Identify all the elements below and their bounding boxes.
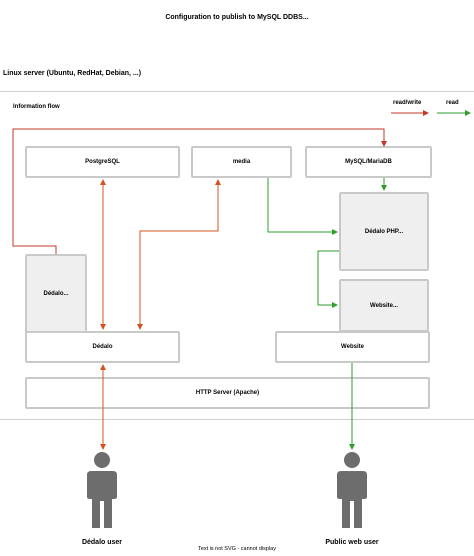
http-server-box: HTTP Server (Apache) — [25, 377, 430, 409]
dedalo-php-label: Dédalo PHP... — [364, 228, 404, 235]
server-container — [0, 91, 474, 420]
dedalo-user-icon — [87, 452, 117, 528]
dedalo-side-box: Dédalo... — [25, 254, 87, 334]
legend-read-write-label: read/write — [393, 100, 422, 106]
diagram-title: Configuration to publish to MySQL DDBS..… — [165, 14, 309, 21]
svg-fallback-note: Text is not SVG - cannot display — [198, 546, 276, 552]
mysql-box: MySQL/MariaDB — [305, 146, 432, 178]
dedalo-user-label: Dédalo user — [81, 539, 123, 546]
server-label: Linux server (Ubuntu, RedHat, Debian, ..… — [3, 70, 142, 77]
public-user-label: Public web user — [325, 539, 379, 546]
website-inner-box: Website... — [339, 279, 429, 332]
media-label: media — [232, 159, 251, 165]
postgresql-label: PostgreSQL — [85, 159, 120, 165]
legend-read-label: read — [446, 100, 459, 106]
public-user-icon — [337, 452, 367, 528]
dedalo-label: Dédalo — [92, 344, 113, 350]
website-box: Website — [275, 331, 430, 363]
dedalo-side-label: Dédalo... — [43, 291, 69, 297]
info-flow-label: Information flow — [13, 104, 60, 110]
mysql-label: MySQL/MariaDB — [345, 159, 392, 165]
website-inner-label: Website... — [370, 302, 398, 309]
http-server-label: HTTP Server (Apache) — [195, 390, 260, 396]
dedalo-box: Dédalo — [25, 331, 180, 363]
website-label: Website — [341, 344, 364, 350]
media-box: media — [191, 146, 292, 178]
dedalo-php-box: Dédalo PHP... — [339, 192, 429, 271]
postgresql-box: PostgreSQL — [25, 146, 180, 178]
